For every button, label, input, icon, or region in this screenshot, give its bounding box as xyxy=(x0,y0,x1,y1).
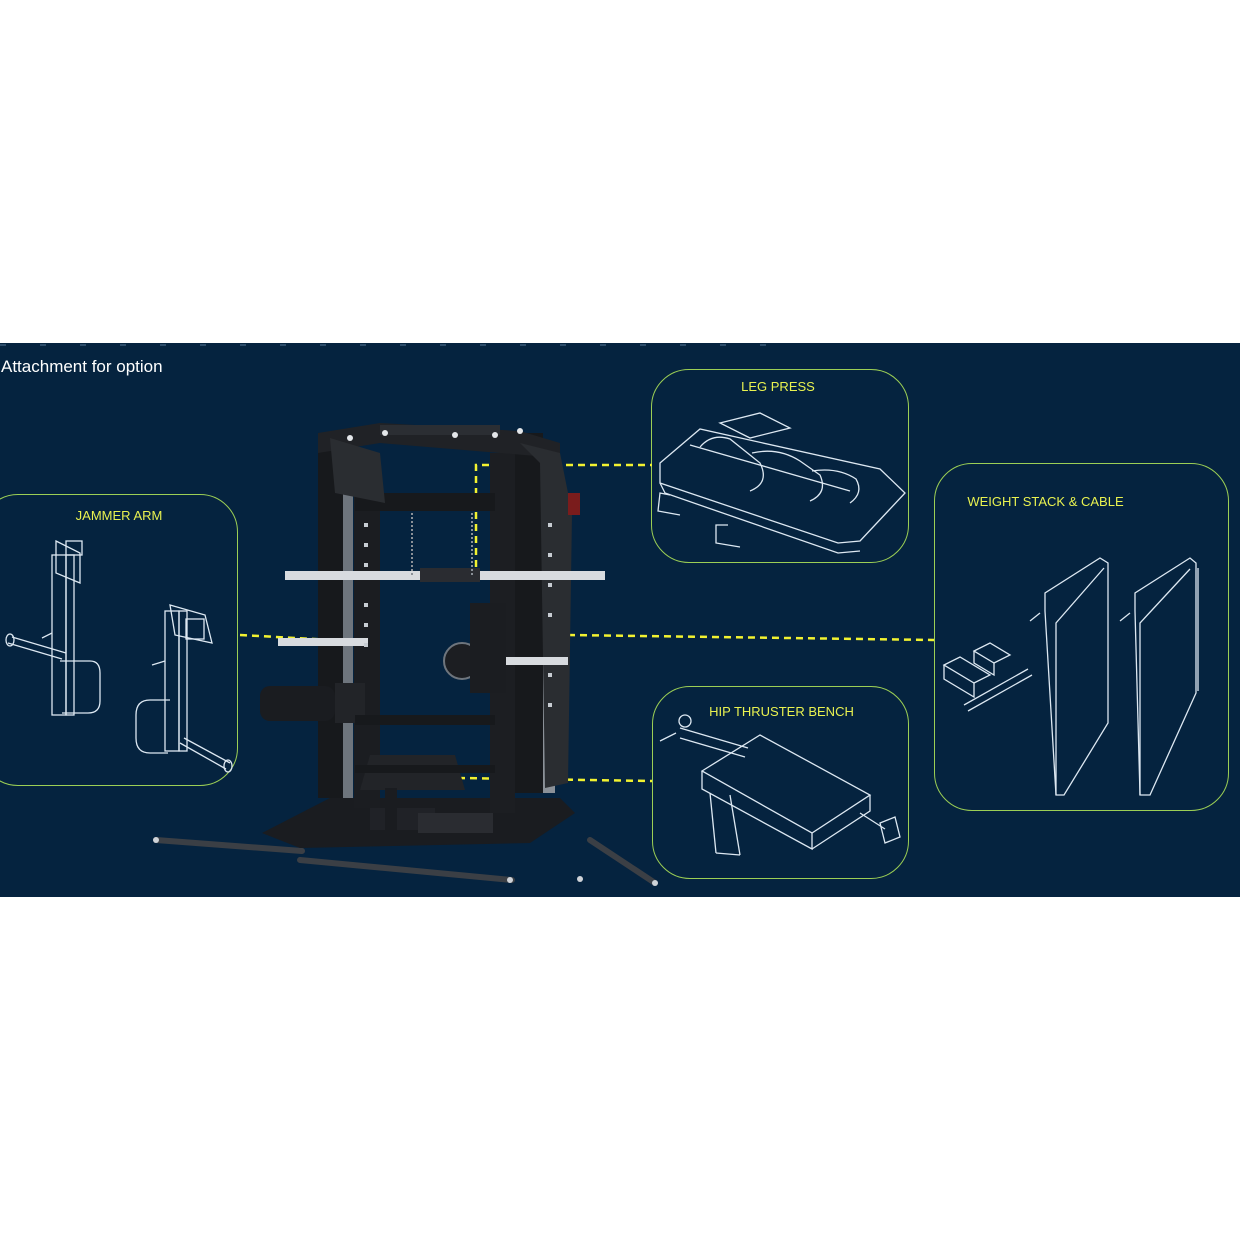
equipment-illustration xyxy=(0,344,1199,886)
leg-press-icon xyxy=(657,412,906,554)
weight-stack-label: WEIGHT STACK & CABLE xyxy=(967,494,1124,509)
page-title: Attachment for option xyxy=(1,357,163,376)
leg-press-label: LEG PRESS xyxy=(741,379,815,394)
power-rack-icon xyxy=(153,423,658,886)
weight-stack-icon xyxy=(942,557,1199,796)
jammer-arm-icon xyxy=(5,539,233,773)
attachment-banner: Attachment for option JAMMER ARM LEG PRE… xyxy=(0,343,1240,897)
hip-thruster-panel: HIP THRUSTER BENCH xyxy=(652,686,909,879)
jammer-arm-label: JAMMER ARM xyxy=(75,508,163,523)
hip-thruster-label: HIP THRUSTER BENCH xyxy=(709,704,854,719)
hip-thruster-bench-icon xyxy=(659,714,901,856)
jammer-arm-panel: JAMMER ARM xyxy=(0,494,238,786)
weight-stack-panel: WEIGHT STACK & CABLE xyxy=(934,463,1229,811)
